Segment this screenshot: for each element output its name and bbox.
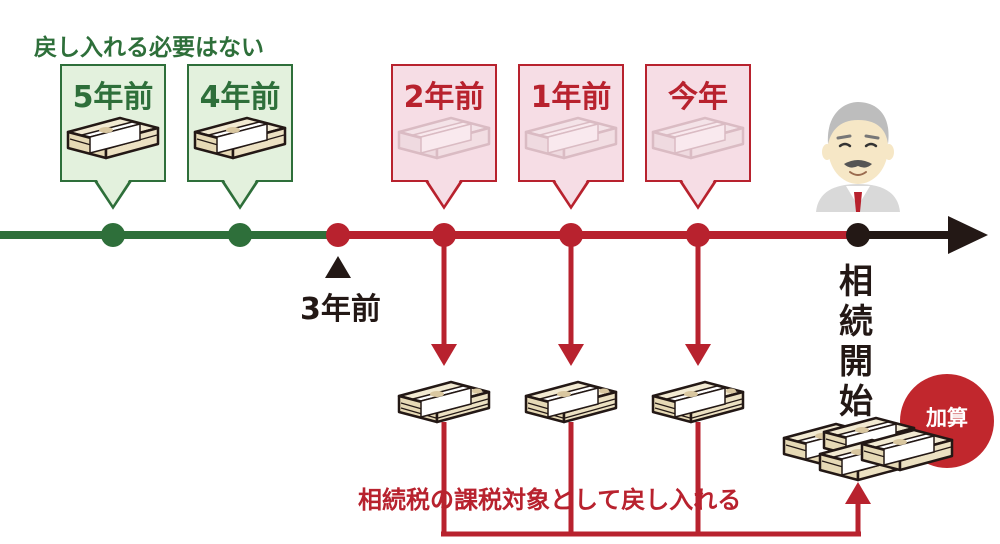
callout-year5: 5年前 [60,64,166,182]
arrow-down-year1 [558,344,584,366]
point-year3 [326,223,350,247]
banknote-bundle-icon [524,380,618,424]
point-year5 [101,223,125,247]
start-char: 相 [839,262,873,302]
add-badge: 加算 [900,374,994,468]
arrow-down-year2 [431,344,457,366]
arrow-up-to-estate [845,482,871,504]
year5-label: 5年前 [72,80,154,115]
year3-label: 3年前 [300,292,381,327]
elderly-man-icon [816,102,900,212]
banknote-bundle-icon [397,380,491,424]
timeline-arrow-head [948,216,988,254]
pointer-year2 [424,180,464,210]
callout-year4: 4年前 [187,64,293,182]
banknote-bundle-icon [651,380,745,424]
add-badge-label: 加算 [926,406,968,430]
taxable-return-label: 相続税の課税対象として戻し入れる [358,486,742,514]
year2-label: 2年前 [403,80,485,115]
start-char: 続 [839,302,873,342]
pointer-year4 [220,180,260,210]
point-inheritance-start [846,223,870,247]
start-char: 開 [839,342,873,382]
no-return-needed-label: 戻し入れる必要はない [34,35,264,61]
pointer-this-year [678,180,718,210]
pointer-year1 [551,180,591,210]
callout-year2: 2年前 [391,64,497,182]
triangle-up-icon [325,256,351,278]
point-year4 [228,223,252,247]
callout-year1: 1年前 [518,64,624,182]
callout-this-year: 今年 [645,64,751,182]
arrow-down-this-year [685,344,711,366]
start-char: 始 [839,382,873,422]
year4-label: 4年前 [199,80,281,115]
this-year-label: 今年 [668,80,728,115]
year1-label: 1年前 [530,80,612,115]
pointer-year5 [93,180,133,210]
inheritance-start-label: 相 続 開 始 [834,262,878,422]
